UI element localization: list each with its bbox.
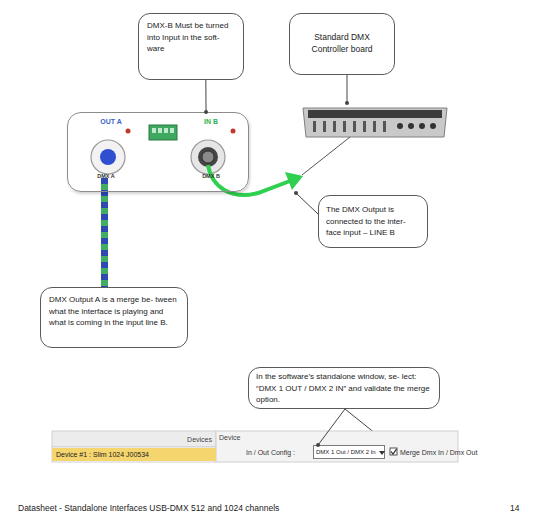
leader-line	[318, 409, 345, 445]
leader-dot	[345, 101, 349, 105]
connector-center	[202, 151, 214, 163]
cable-arrowhead	[285, 172, 303, 190]
controller-console	[303, 108, 447, 137]
device-row: Device #1 : Slim 1024 J00534	[52, 448, 216, 461]
node-text: The DMX Output is connected to the inter…	[326, 204, 421, 239]
page-number: 14	[510, 503, 519, 514]
panel-title: Device	[219, 433, 240, 442]
fader	[343, 121, 346, 132]
interface-body	[67, 112, 249, 192]
callout-note: DMX Output A is a merge be- tween what t…	[40, 287, 188, 348]
fader	[333, 121, 336, 132]
controller-panel	[308, 110, 442, 118]
callout-note: The DMX Output is connected to the inter…	[318, 195, 428, 248]
leader-dot	[294, 191, 298, 195]
fader	[313, 121, 316, 132]
interface-box: OUT A IN B DMX A DMX B	[67, 112, 249, 192]
connector-center	[100, 149, 116, 165]
terminal-pin	[164, 128, 168, 133]
fader	[323, 121, 326, 132]
node-text: Standard DMX Controller board	[306, 31, 378, 55]
fader	[383, 121, 386, 132]
leader-line	[347, 75, 348, 102]
connector-ring	[198, 147, 218, 167]
knob	[408, 123, 414, 129]
knob	[397, 123, 403, 129]
terminal-block	[149, 125, 177, 140]
knob	[430, 123, 436, 129]
config-dropdown: DMX 1 Out / DMX 2 In	[313, 445, 385, 459]
terminal-pin	[152, 128, 156, 133]
footer-text: Datasheet - Standalone Interfaces USB-DM…	[18, 503, 279, 514]
node-text: DMX 1 Out / DMX 2 In	[316, 446, 384, 458]
output-cable	[101, 178, 108, 287]
knob	[419, 123, 425, 129]
cable-line	[302, 137, 350, 175]
terminal-pin	[170, 128, 174, 133]
callout-note: In the software’s standalone window, se-…	[248, 367, 440, 409]
fader	[373, 121, 376, 132]
input-cable	[208, 165, 290, 195]
panel-header	[52, 431, 216, 447]
port-label: DMX A	[86, 173, 126, 181]
callout-note: Standard DMX Controller board	[289, 13, 395, 75]
settings-panel	[216, 431, 458, 462]
fader	[363, 121, 366, 132]
node-text: DMX-B Must be turned into Input in the s…	[147, 20, 235, 55]
led	[126, 129, 131, 134]
dropdown-arrow	[379, 451, 385, 455]
leader-line	[297, 194, 318, 214]
port-label: OUT A	[91, 117, 131, 126]
node-text: Device #1 : Slim 1024 J00534	[56, 448, 216, 461]
port-label: DMX B	[191, 173, 231, 181]
checkbox	[390, 448, 397, 455]
led	[231, 129, 236, 134]
node-text: DMX Output A is a merge be- tween what t…	[49, 294, 179, 329]
checkbox-label: Merge Dmx In / Dmx Out	[400, 448, 477, 457]
fader	[353, 121, 356, 132]
leader-line	[205, 80, 206, 112]
field-label: In / Out Config :	[246, 448, 295, 457]
port-label: IN B	[191, 117, 231, 126]
leader-dot	[316, 443, 320, 447]
panel-title: Devices	[150, 435, 212, 444]
callout-note: DMX-B Must be turned into Input in the s…	[138, 13, 244, 80]
node-text: In the software’s standalone window, se-…	[256, 371, 434, 406]
terminal-pin	[158, 128, 162, 133]
leader-dot	[204, 110, 208, 114]
xlr-connector	[91, 140, 125, 174]
device-list	[52, 447, 216, 462]
checkmark	[391, 449, 397, 454]
